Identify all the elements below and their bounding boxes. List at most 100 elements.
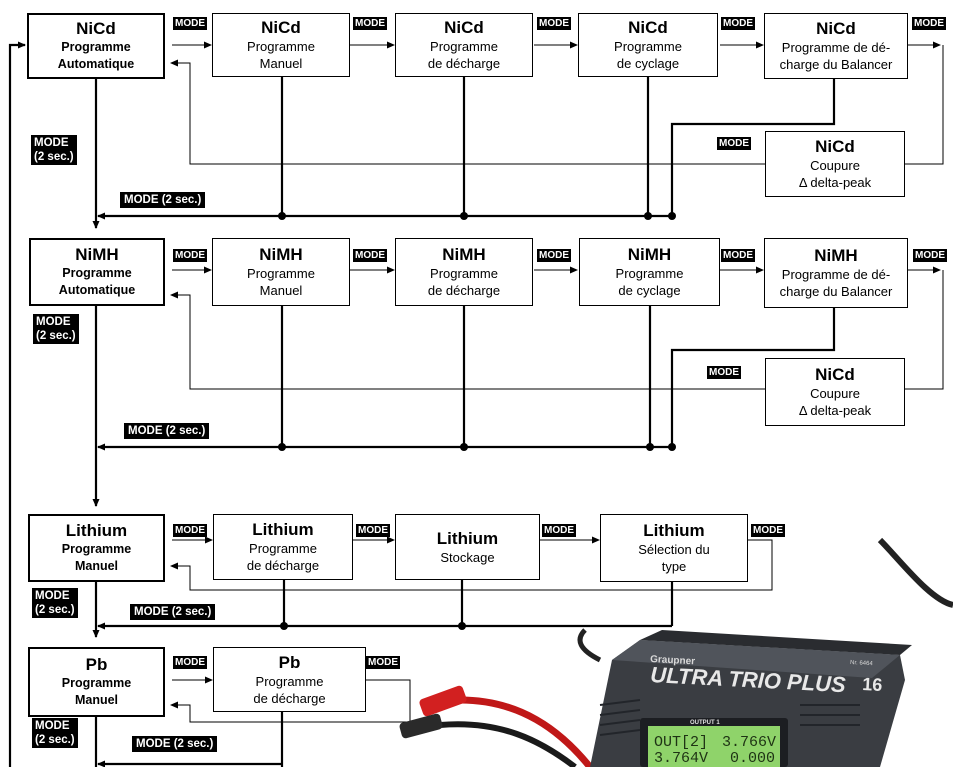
box-line: Sélection du <box>638 541 710 558</box>
nimh-manuel-box: NiMH Programme Manuel <box>212 238 350 306</box>
red-clamp <box>418 685 467 718</box>
box-line: Programme <box>62 541 131 558</box>
mode-2s-stack-tag: MODE (2 sec.) <box>31 135 77 165</box>
mode-tag: MODE <box>912 17 946 30</box>
nimh-cyclage-box: NiMH Programme de cyclage <box>579 238 720 306</box>
red-lead <box>460 700 590 767</box>
box-title: NiCd <box>815 137 855 157</box>
nicd-decharge-box: NiCd Programme de décharge <box>395 13 533 77</box>
mode-tag: MODE <box>353 17 387 30</box>
svg-text:3.766V: 3.766V <box>722 734 776 751</box>
mode-tag: MODE <box>173 17 207 30</box>
mode-tag: MODE <box>173 656 207 669</box>
box-line: Manuel <box>260 55 303 72</box>
box-line: Manuel <box>75 558 118 575</box>
box-line: de cyclage <box>618 282 680 299</box>
mode-stack-line: MODE <box>35 719 75 733</box>
mode-stack-line: MODE <box>35 589 75 603</box>
mode-stack-line: (2 sec.) <box>35 733 75 747</box>
mode-tag: MODE <box>717 137 751 150</box>
lithium-decharge-box: Lithium Programme de décharge <box>213 514 353 580</box>
charger-model: 16 <box>862 674 883 695</box>
box-line: Programme <box>614 38 682 55</box>
box-line: Programme <box>430 38 498 55</box>
box-line: Δ delta-peak <box>799 174 871 191</box>
box-line: charge du Balancer <box>780 283 893 300</box>
svg-text:0.000: 0.000 <box>730 750 775 767</box>
mode-tag: MODE <box>721 249 755 262</box>
nicd-cyclage-box: NiCd Programme de cyclage <box>578 13 718 77</box>
box-line: de décharge <box>428 282 500 299</box>
box-line: de cyclage <box>617 55 679 72</box>
power-cable <box>880 540 953 605</box>
mode-stack-line: (2 sec.) <box>35 603 75 617</box>
mode-2s-stack-tag: MODE (2 sec.) <box>32 718 78 748</box>
box-title: Lithium <box>437 529 498 549</box>
mode-2s-stack-tag: MODE (2 sec.) <box>33 314 79 344</box>
box-title: NiCd <box>816 19 856 39</box>
box-line: Programme <box>61 39 130 56</box>
lithium-manuel-box: Lithium Programme Manuel <box>28 514 165 582</box>
nimh-auto-box: NiMH Programme Automatique <box>29 238 165 306</box>
mode-tag: MODE <box>173 249 207 262</box>
mode-2s-tag: MODE (2 sec.) <box>132 736 217 752</box>
svg-text:OUTPUT 1: OUTPUT 1 <box>690 720 720 726</box>
box-line: de décharge <box>428 55 500 72</box>
mode-2s-stack-tag: MODE (2 sec.) <box>32 588 78 618</box>
mode-tag: MODE <box>353 249 387 262</box>
box-line: Programme <box>247 38 315 55</box>
box-title: NiCd <box>628 18 668 38</box>
nimh-coupure-box: NiCd Coupure Δ delta-peak <box>765 358 905 426</box>
box-title: NiMH <box>442 245 485 265</box>
nimh-balancer-box: NiMH Programme de dé- charge du Balancer <box>764 238 908 308</box>
box-line: Manuel <box>75 692 118 709</box>
box-line: Programme <box>430 265 498 282</box>
lithium-stockage-box: Lithium Stockage <box>395 514 540 580</box>
box-title: NiMH <box>75 245 118 265</box>
box-title: Lithium <box>252 520 313 540</box>
box-title: NiMH <box>814 246 857 266</box>
mode-tag: MODE <box>356 524 390 537</box>
box-title: NiCd <box>444 18 484 38</box>
box-title: NiCd <box>76 19 116 39</box>
mode-stack-line: MODE <box>36 315 76 329</box>
mode-tag: MODE <box>721 17 755 30</box>
mode-tag: MODE <box>173 524 207 537</box>
mode-2s-tag: MODE (2 sec.) <box>120 192 205 208</box>
mode-tag: MODE <box>913 249 947 262</box>
mode-tag: MODE <box>707 366 741 379</box>
box-line: charge du Balancer <box>780 56 893 73</box>
box-title: Pb <box>279 653 301 673</box>
box-line: Programme <box>62 265 131 282</box>
mode-tag: MODE <box>537 249 571 262</box>
mode-2s-tag: MODE (2 sec.) <box>124 423 209 439</box>
mode-tag: MODE <box>366 656 400 669</box>
box-title: Lithium <box>66 521 127 541</box>
svg-text:Nr. 6464: Nr. 6464 <box>850 660 874 667</box>
mode-tag: MODE <box>751 524 785 537</box>
box-title: Pb <box>86 655 108 675</box>
lithium-selection-box: Lithium Sélection du type <box>600 514 748 582</box>
box-line: Programme de dé- <box>782 39 890 56</box>
box-title: Lithium <box>643 521 704 541</box>
svg-text:3.764V: 3.764V <box>654 750 708 767</box>
box-line: de décharge <box>247 557 319 574</box>
mode-stack-line: MODE <box>34 136 74 150</box>
mode-2s-tag: MODE (2 sec.) <box>130 604 215 620</box>
box-line: Programme <box>62 675 131 692</box>
box-line: Programme <box>256 673 324 690</box>
box-line: Coupure <box>810 385 860 402</box>
box-title: NiMH <box>259 245 302 265</box>
box-line: Programme de dé- <box>782 266 890 283</box>
nimh-decharge-box: NiMH Programme de décharge <box>395 238 533 306</box>
box-title: NiMH <box>628 245 671 265</box>
mode-tag: MODE <box>537 17 571 30</box>
mode-tag: MODE <box>542 524 576 537</box>
nicd-manuel-box: NiCd Programme Manuel <box>212 13 350 77</box>
box-line: Programme <box>616 265 684 282</box>
box-line: type <box>662 558 687 575</box>
pb-manuel-box: Pb Programme Manuel <box>28 647 165 717</box>
pb-decharge-box: Pb Programme de décharge <box>213 647 366 712</box>
nicd-auto-box: NiCd Programme Automatique <box>27 13 165 79</box>
box-line: Δ delta-peak <box>799 402 871 419</box>
